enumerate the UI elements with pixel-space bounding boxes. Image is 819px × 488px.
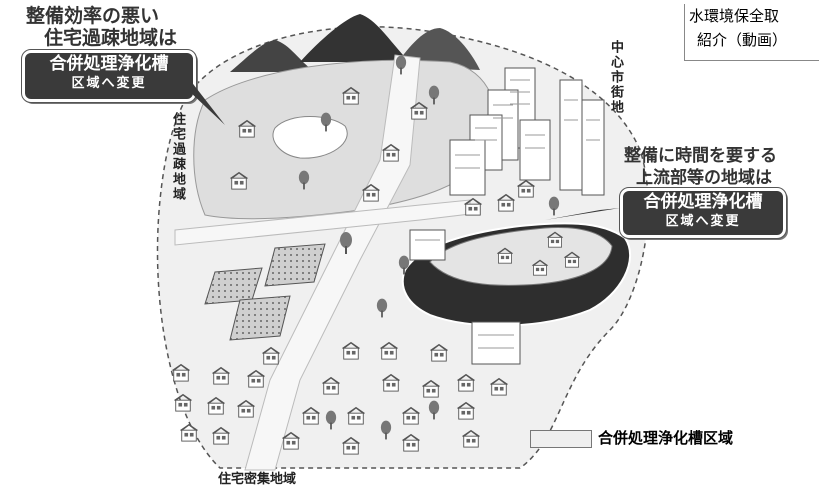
sparse-area-question-line1: 整備効率の悪い [26,5,160,27]
sparse-residential-label: 住宅過疎地域 [170,112,185,202]
legend-swatch [530,430,592,448]
city-center-label: 中心市街地 [608,40,623,115]
upstream-callout-box: 合併処理浄化槽 区域へ変更 [619,187,787,239]
dense-residential-label: 住宅密集地域 [218,472,297,487]
field-2 [264,243,326,287]
sparse-area-question-line2: 住宅過疎地域は [44,27,178,49]
sparse-area-callout-box: 合併処理浄化槽 区域へ変更 [21,49,197,103]
mountain-left [230,40,315,72]
sparse-area-callout-line1: 合併処理浄化槽 [49,54,169,74]
upstream-callout-line1: 合併処理浄化槽 [643,192,763,212]
upstream-question-line1: 整備に時間を要する [624,146,777,166]
upstream-callout-line2: 区域へ変更 [665,214,741,229]
video-link-line1: 水環境保全取 [689,7,780,25]
pond [272,116,348,159]
city-buildings [409,67,605,365]
video-link-line2: 紹介（動画） [697,31,788,49]
upstream-zone-inner [429,227,613,286]
field-3 [229,295,291,341]
legend-label: 合併処理浄化槽区域 [598,429,734,447]
mountain-mid [300,14,410,62]
upstream-question-line2: 上流部等の地域は [636,168,772,188]
legend: 合併処理浄化槽区域 [530,427,800,451]
sparse-area-callout-line2: 区域へ変更 [71,76,147,91]
water-conservation-video-link[interactable]: 水環境保全取 紹介（動画） [684,4,819,61]
